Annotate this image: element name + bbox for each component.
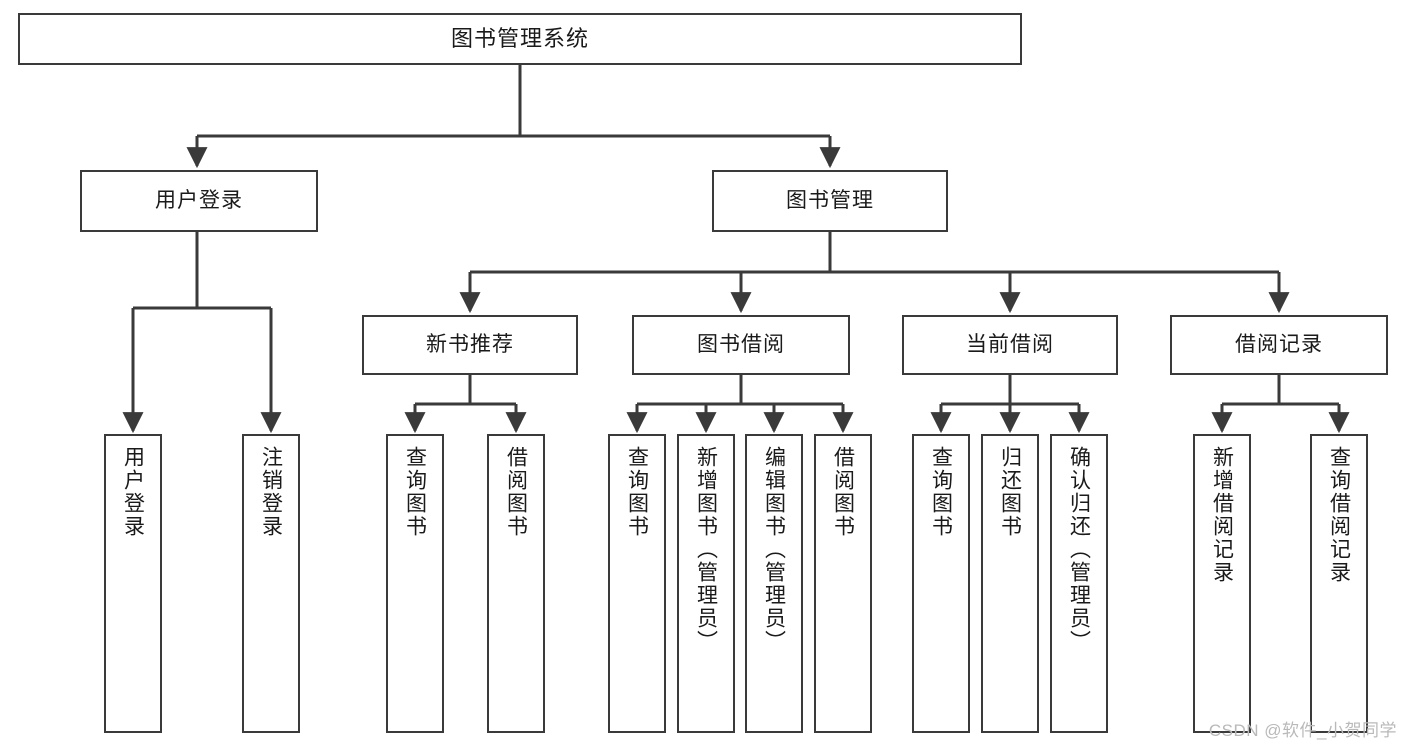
leaf-label: 新增借阅记录	[1210, 446, 1234, 584]
node-current-borrow[interactable]: 当前借阅	[902, 315, 1118, 375]
node-borrow-record[interactable]: 借阅记录	[1170, 315, 1388, 375]
leaf-label: 归还图书	[998, 446, 1022, 538]
node-book-management[interactable]: 图书管理	[712, 170, 948, 232]
leaf-book-borrow-borrow-book[interactable]: 借阅图书	[814, 434, 872, 733]
leaf-new-book-query-book[interactable]: 查询图书	[386, 434, 444, 733]
leaf-label: 用户登录	[121, 446, 145, 538]
leaf-label: 查询图书	[625, 446, 649, 538]
node-user-login-label: 用户登录	[155, 189, 243, 213]
leaf-current-borrow-return-book[interactable]: 归还图书	[981, 434, 1039, 733]
leaf-label: 查询借阅记录	[1327, 446, 1351, 584]
leaf-user-login-do-login[interactable]: 用户登录	[104, 434, 162, 733]
node-user-login[interactable]: 用户登录	[80, 170, 318, 232]
node-book-management-label: 图书管理	[786, 189, 874, 213]
leaf-label: 借阅图书	[831, 446, 855, 538]
leaf-new-book-borrow-book[interactable]: 借阅图书	[487, 434, 545, 733]
node-root-book-management-system[interactable]: 图书管理系统	[18, 13, 1022, 65]
leaf-current-borrow-confirm-return-admin[interactable]: 确认归还（管理员）	[1050, 434, 1108, 733]
node-book-borrow[interactable]: 图书借阅	[632, 315, 850, 375]
leaf-label: 查询图书	[403, 446, 427, 538]
leaf-borrow-record-add-record[interactable]: 新增借阅记录	[1193, 434, 1251, 733]
leaf-label: 借阅图书	[504, 446, 528, 538]
leaf-label: 编辑图书（管理员）	[762, 446, 786, 653]
leaf-label: 注销登录	[259, 446, 283, 538]
node-book-borrow-label: 图书借阅	[697, 333, 785, 357]
leaf-label: 查询图书	[929, 446, 953, 538]
leaf-label: 新增图书（管理员）	[694, 446, 718, 653]
leaf-user-login-logout[interactable]: 注销登录	[242, 434, 300, 733]
node-root-label: 图书管理系统	[450, 25, 589, 51]
node-new-book-recommend[interactable]: 新书推荐	[362, 315, 578, 375]
node-borrow-record-label: 借阅记录	[1235, 333, 1323, 357]
leaf-label: 确认归还（管理员）	[1067, 446, 1091, 653]
leaf-book-borrow-edit-book-admin[interactable]: 编辑图书（管理员）	[745, 434, 803, 733]
leaf-current-borrow-query-book[interactable]: 查询图书	[912, 434, 970, 733]
leaf-book-borrow-query-book[interactable]: 查询图书	[608, 434, 666, 733]
leaf-book-borrow-add-book-admin[interactable]: 新增图书（管理员）	[677, 434, 735, 733]
leaf-borrow-record-query-record[interactable]: 查询借阅记录	[1310, 434, 1368, 733]
node-current-borrow-label: 当前借阅	[966, 333, 1054, 357]
node-new-book-recommend-label: 新书推荐	[426, 333, 514, 357]
csdn-watermark: CSDN @软件_小贺同学	[1208, 721, 1397, 740]
